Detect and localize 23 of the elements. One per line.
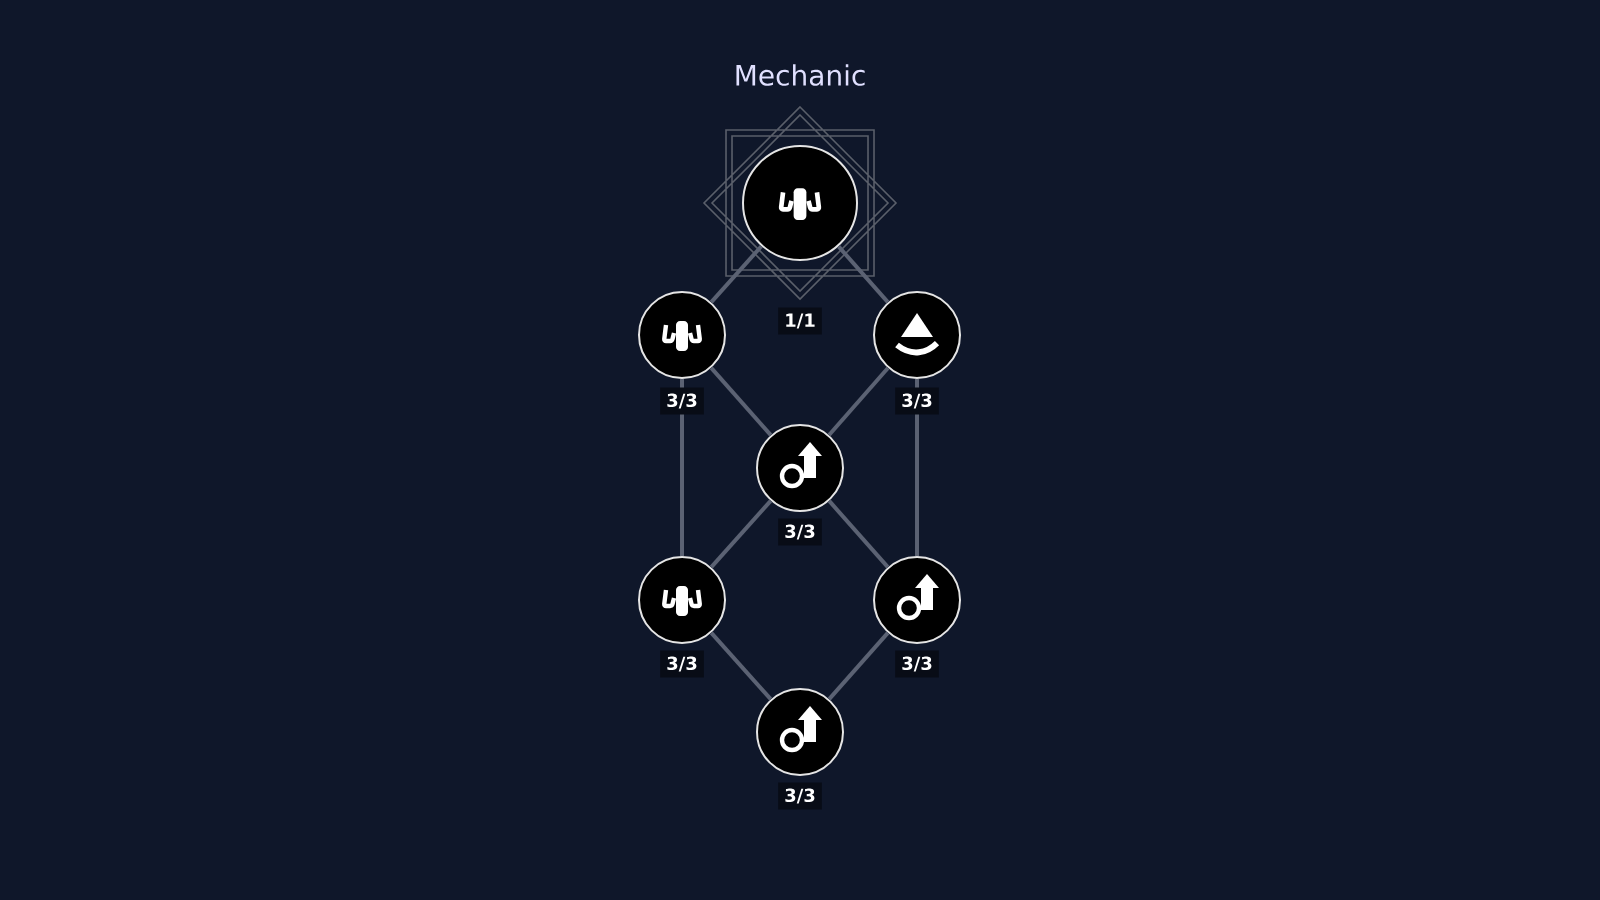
connector-line [827,499,890,569]
rank-label: 3/3 [660,387,704,415]
skill-node [638,556,726,644]
skill-node [873,291,961,379]
connector-line [827,366,890,437]
rank-label: 3/3 [895,650,939,678]
skill-node [756,688,844,776]
rank-label: 1/1 [778,307,822,335]
skill-node [873,556,961,644]
rank-label: 3/3 [895,387,939,415]
connector-line [837,245,890,304]
rank-label: 3/3 [778,782,822,810]
connector-line [709,366,773,437]
connector-line [709,631,773,701]
rank-label: 3/3 [660,650,704,678]
skill-node [756,424,844,512]
rank-label: 3/3 [778,518,822,546]
title: Mechanic [736,64,865,86]
skill-node [742,145,858,261]
skill-node [638,291,726,379]
connector-line [709,244,763,304]
connector-line [709,499,773,569]
connector-line [827,631,890,701]
